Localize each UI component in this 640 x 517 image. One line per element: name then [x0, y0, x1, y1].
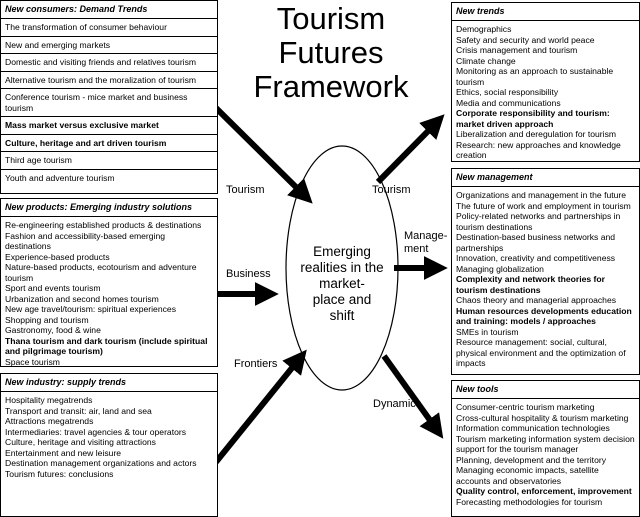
consumers-row: Culture, heritage and art driven tourism [1, 135, 217, 152]
consumers-row: Alternative tourism and the moralization… [1, 72, 217, 89]
arrow-dynamics [381, 354, 444, 439]
tools-item: Managing economic impacts, satellite acc… [456, 465, 599, 486]
consumers-rows: The transformation of consumer behaviour… [1, 19, 217, 186]
management-item: Resource management: social, cultural, p… [456, 337, 626, 368]
products-header: New products: Emerging industry solution… [1, 199, 217, 217]
trends-item: Safety and security and world peace [456, 34, 595, 45]
tools-item: Tourism marketing information system dec… [456, 433, 635, 455]
trends-header: New trends [452, 3, 639, 21]
trends-item: Monitoring as an approach to sustainable… [456, 66, 614, 87]
tools-item: Planning, development and the territory [456, 454, 607, 465]
products-item: New age travel/tourism: spiritual experi… [5, 304, 176, 314]
trends-item: Ethics, social responsibility [456, 87, 559, 97]
trends-item: Climate change [456, 55, 516, 66]
products-item: Nature-based products, ecotourism and ad… [5, 262, 197, 283]
management-header: New management [452, 169, 639, 187]
label-management: Manage- ment [404, 230, 448, 255]
tools-item: Cross-cultural hospitality & tourism mar… [456, 412, 629, 423]
page-title: Tourism Futures Framework [253, 1, 409, 104]
products-item: Thana tourism and dark tourism (include … [5, 335, 208, 357]
consumers-row: Youth and adventure tourism [5, 172, 115, 183]
products-item: Gastronomy, food & wine [5, 325, 101, 335]
management-list: Organizations and management in the futu… [452, 187, 639, 372]
management-item: The future of work and employment in tou… [456, 200, 631, 211]
management-item: Innovation, creativity and competitivene… [456, 253, 616, 263]
products-list: Re-engineering established products & de… [1, 217, 217, 370]
products-item: Experience-based products [5, 251, 110, 262]
consumers-row: Domestic and visiting friends and relati… [1, 54, 217, 72]
industry-item: Attractions megatrends [5, 416, 94, 426]
products-item: Fashion and accessibility-based emerging… [5, 230, 166, 252]
tools-item: Quality control, enforcement, improvemen… [456, 486, 632, 496]
industry-item: Entertainment and new leisure [5, 447, 122, 458]
label-tourism-left: Tourism [226, 184, 265, 196]
management-box: New management Organizations and managem… [451, 168, 640, 375]
trends-item: Media and communications [456, 97, 561, 108]
consumers-row: New and emerging markets [1, 37, 217, 54]
management-item: Complexity and network theories for tour… [456, 274, 605, 295]
management-item: Chaos theory and managerial approaches [456, 295, 617, 305]
tools-item: Information communication technologies [456, 423, 610, 433]
products-item: Shopping and tourism [5, 314, 89, 325]
trends-item: Crisis management and tourism [456, 45, 578, 55]
trends-item: Demographics [456, 24, 512, 34]
arrow-frontiers [213, 349, 307, 464]
industry-box: New industry: supply trends Hospitality … [0, 373, 218, 517]
management-item: Managing globalization [456, 263, 544, 274]
center-text: Emerging realities in the market- place … [300, 244, 384, 323]
industry-item: Destination management organizations and… [5, 458, 197, 468]
industry-item: Hospitality megatrends [5, 395, 93, 405]
products-box: New products: Emerging industry solution… [0, 198, 218, 367]
management-item: Destination-based business networks and … [456, 232, 616, 253]
trends-item: Liberalization and deregulation for tour… [456, 129, 617, 139]
tools-item: Consumer-centric tourism marketing [456, 402, 595, 412]
arrow-tourism-right [375, 114, 445, 185]
products-item: Sport and events tourism [5, 283, 101, 293]
industry-item: Culture, heritage and visiting attractio… [5, 437, 156, 447]
tools-header: New tools [452, 381, 639, 399]
consumers-row: Third age tourism [1, 152, 217, 170]
trends-item: Research: new approaches and knowledge c… [456, 139, 621, 161]
industry-item: Transport and transit: air, land and sea [5, 405, 152, 416]
trends-item: Corporate responsibility and tourism: ma… [456, 108, 610, 129]
arrow-tourism-left [213, 105, 313, 204]
industry-item: Tourism futures: conclusions [5, 468, 114, 479]
tools-box: New tools Consumer-centric tourism marke… [451, 380, 640, 517]
industry-header: New industry: supply trends [1, 374, 217, 392]
management-item: Organizations and management in the futu… [456, 190, 627, 200]
consumers-box: New consumers: Demand Trends The transfo… [0, 0, 218, 194]
label-dynamics: Dynamics [373, 398, 422, 410]
consumers-header: New consumers: Demand Trends [1, 1, 217, 19]
label-business: Business [226, 268, 271, 280]
management-item: Policy-related networks and partnerships… [456, 211, 621, 232]
label-frontiers: Frontiers [234, 358, 278, 370]
management-item: SMEs in tourism [456, 326, 519, 337]
consumers-row: Mass market versus exclusive market [1, 117, 217, 135]
products-item: Space tourism [5, 356, 60, 367]
management-item: Human resources developments education a… [456, 305, 632, 327]
consumers-row: Conference tourism - mice market and bus… [1, 89, 217, 117]
label-tourism-right: Tourism [372, 184, 411, 196]
tools-item: Forecasting methodologies for tourism [456, 496, 603, 507]
products-item: Urbanization and second homes tourism [5, 293, 159, 304]
industry-item: Intermediaries: travel agencies & tour o… [5, 426, 187, 437]
products-item: Re-engineering established products & de… [5, 220, 202, 230]
consumers-row: The transformation of consumer behaviour [1, 19, 217, 37]
